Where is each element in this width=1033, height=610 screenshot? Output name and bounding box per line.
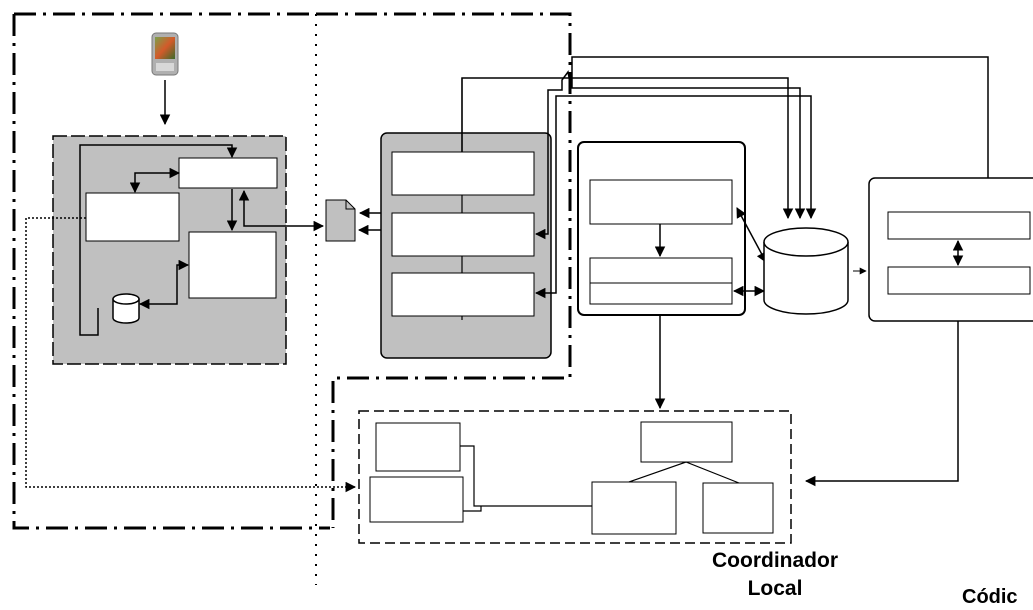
processing-box-bottom — [590, 258, 732, 304]
client-box-top — [179, 158, 277, 188]
mobile-device-icon — [152, 33, 178, 75]
service-box-2 — [392, 213, 534, 256]
code-box-top — [888, 212, 1030, 239]
coordinator-box-2 — [370, 477, 463, 522]
code-box-bottom — [888, 267, 1030, 294]
processing-box-top — [590, 180, 732, 224]
document-icon — [326, 200, 355, 241]
service-box-1 — [392, 152, 534, 195]
coordinator-label-line2: Local — [700, 576, 850, 602]
coordinator-box-top — [641, 422, 732, 462]
coordinator-label-line1: Coordinador — [700, 548, 850, 574]
service-box-3 — [392, 273, 534, 316]
client-box-left — [86, 193, 179, 241]
coordinator-box-1 — [376, 423, 460, 471]
database-icon — [764, 228, 848, 314]
code-module — [869, 178, 1033, 321]
database-icon — [113, 294, 139, 323]
coordinator-box-3 — [592, 482, 676, 534]
code-label-partial: Códic — [962, 584, 1018, 610]
client-box-right — [189, 232, 276, 298]
coordinator-box-4 — [703, 483, 773, 533]
